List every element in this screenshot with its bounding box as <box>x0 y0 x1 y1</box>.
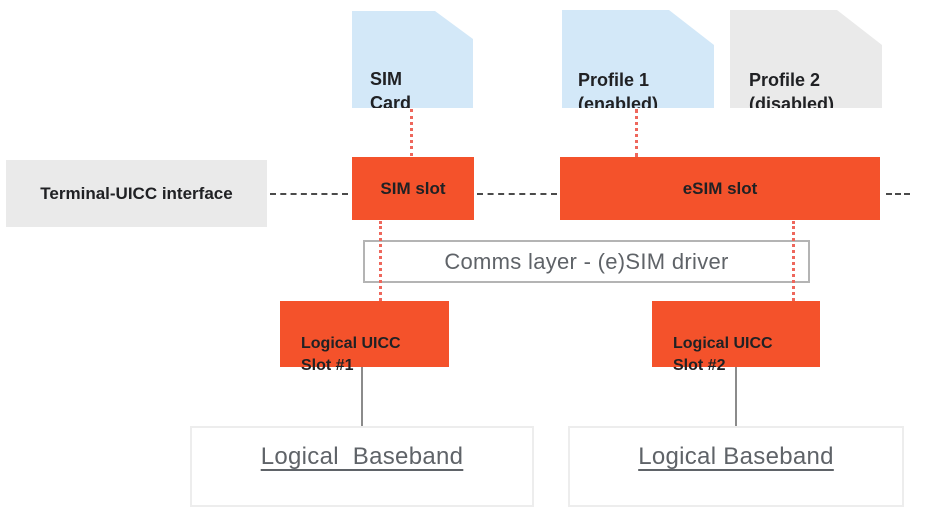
profile-1-card: Profile 1 (enabled) <box>562 10 714 108</box>
logical-uicc-slot-2-label: Logical UICC Slot #2 <box>673 335 773 374</box>
dashed-interface-line-right <box>886 193 910 195</box>
connector-esim-slot-to-uicc2 <box>792 221 795 301</box>
esim-slot-box: eSIM slot <box>560 157 880 220</box>
connector-uicc1-to-baseband <box>361 367 363 426</box>
logical-uicc-slot-1-label: Logical UICC Slot #1 <box>301 335 401 374</box>
logical-baseband-left-box: Logical Baseband <box>190 426 534 507</box>
terminal-uicc-interface-box: Terminal-UICC interface <box>6 160 267 227</box>
comms-layer-label: Comms layer - (e)SIM driver <box>444 248 729 274</box>
connector-uicc2-to-baseband <box>735 366 737 426</box>
sim-slot-box: SIM slot <box>352 157 474 220</box>
comms-layer-box: Comms layer - (e)SIM driver <box>363 240 810 283</box>
logical-baseband-right-label: Logical Baseband <box>638 443 834 470</box>
dashed-interface-line-middle <box>477 193 557 195</box>
profile-2-card: Profile 2 (disabled) <box>730 10 882 108</box>
profile-1-label: Profile 1 (enabled) <box>578 69 659 114</box>
esim-slot-label: eSIM slot <box>682 178 758 198</box>
dashed-interface-line-left <box>270 193 348 195</box>
logical-baseband-left-label: Logical Baseband <box>260 443 464 470</box>
profile-2-label: Profile 2 (disabled) <box>749 69 835 114</box>
sim-slot-label: SIM slot <box>380 178 446 198</box>
logical-uicc-slot-2-box: Logical UICC Slot #2 <box>652 301 820 374</box>
sim-card-label: SIM Card <box>370 68 412 113</box>
logical-uicc-slot-1-box: Logical UICC Slot #1 <box>280 301 449 374</box>
connector-sim-slot-to-uicc1 <box>379 221 382 301</box>
connector-sim-card-to-sim-slot <box>410 109 413 156</box>
logical-baseband-right-box: Logical Baseband <box>568 426 904 507</box>
connector-profile1-to-esim-slot <box>635 109 638 157</box>
sim-card: SIM Card <box>352 11 473 108</box>
terminal-uicc-interface-label: Terminal-UICC interface <box>40 183 233 203</box>
